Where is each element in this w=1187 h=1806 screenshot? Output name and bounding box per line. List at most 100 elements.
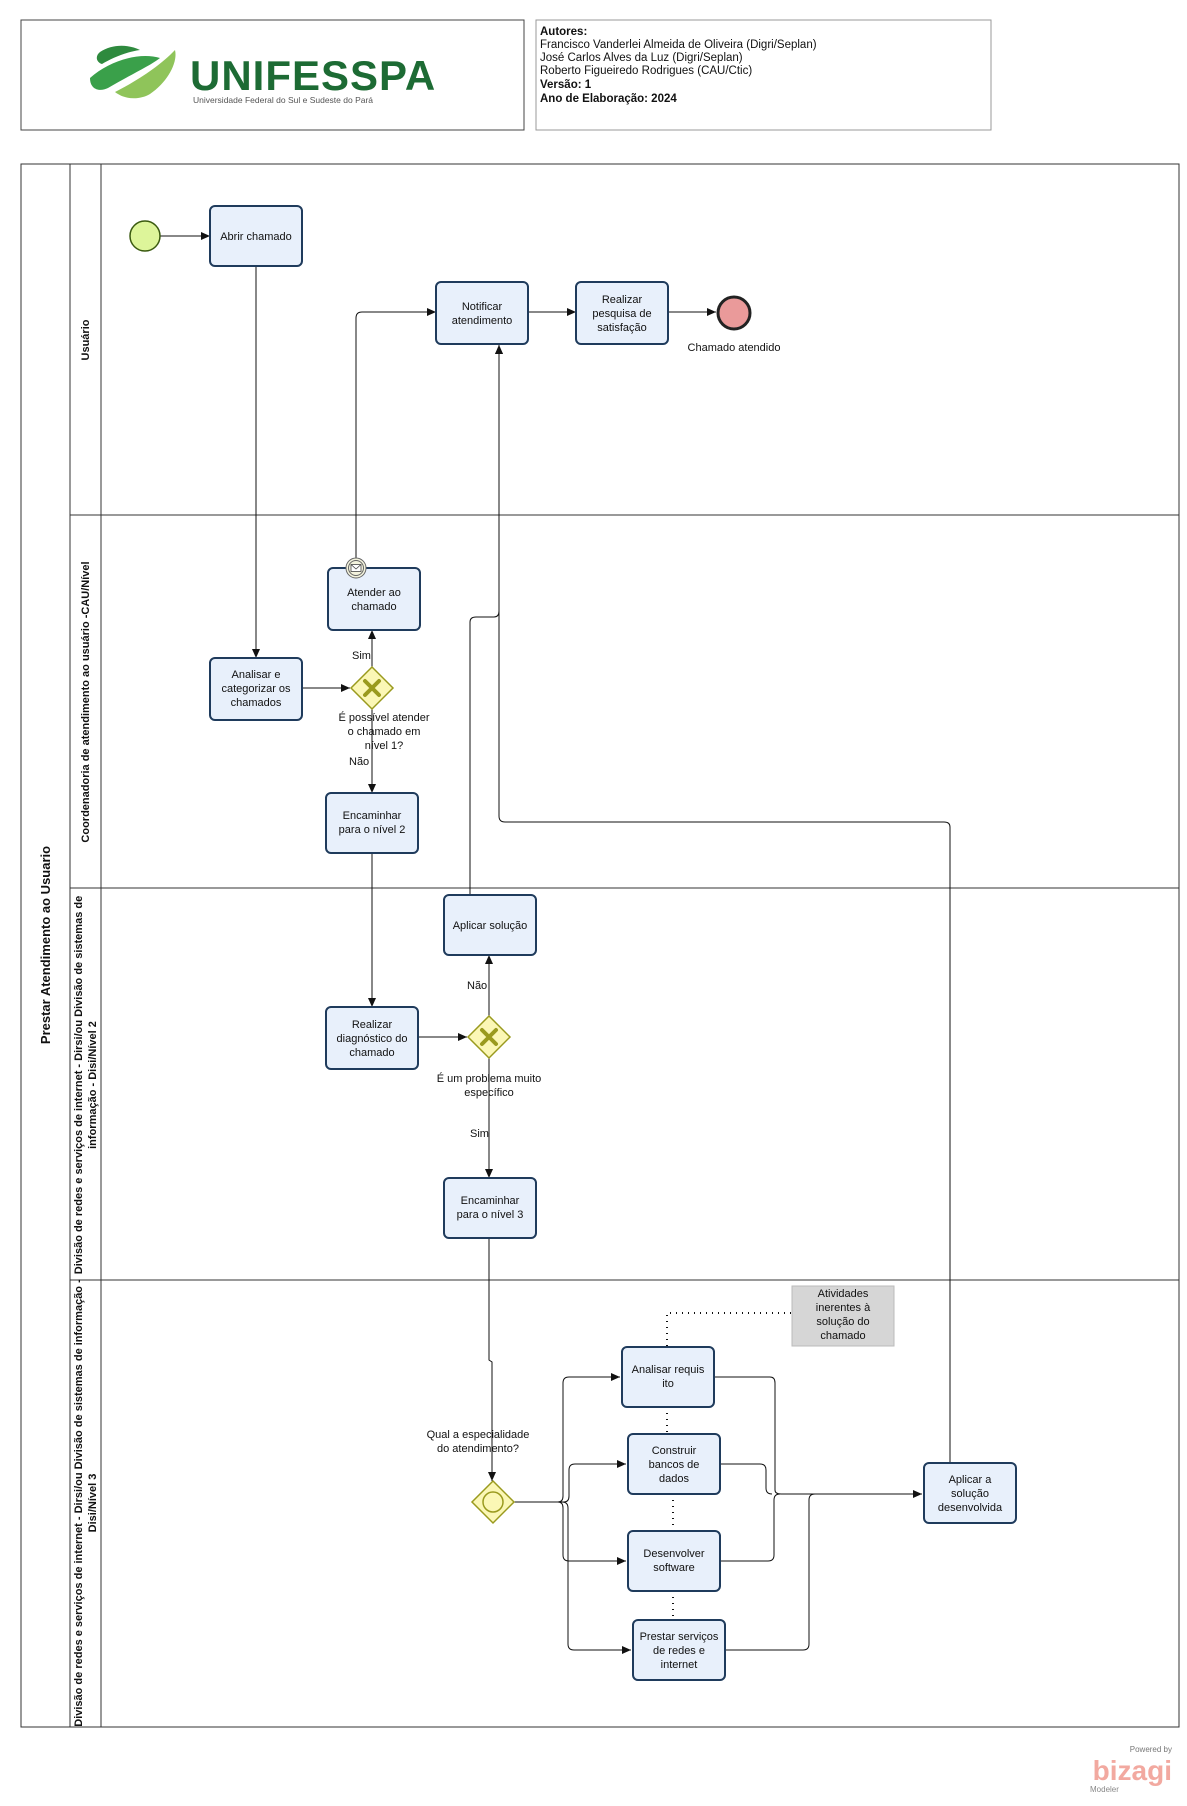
powered-by: Powered by <box>1130 1745 1172 1754</box>
lane-nivel2-line1: Divisão de redes e serviços de internet … <box>73 896 85 1274</box>
lane-nivel3-line2: Disi/Nível 3 <box>87 1474 99 1533</box>
task-req-line2: ito <box>662 1378 674 1390</box>
exclusive-x-icon <box>363 679 381 697</box>
gateway-especialidade-label-2: do atendimento? <box>437 1443 519 1455</box>
start-event[interactable] <box>129 220 161 252</box>
author-2: José Carlos Alves da Luz (Digri/Seplan) <box>540 52 743 64</box>
bizagi-brand: bizagi <box>1093 1755 1172 1786</box>
task-analisar-line2: categorizar os <box>221 683 291 695</box>
task-notificar-line2: atendimento <box>452 315 513 327</box>
task-encaminhar-nivel2[interactable]: Encaminhar para o nível 2 <box>325 792 419 854</box>
task-pesquisa-satisfacao[interactable]: Realizar pesquisa de satisfação <box>575 281 669 345</box>
lane-cau: Coordenadoria de atendimento ao usuário … <box>80 561 92 842</box>
task-dev-line1: Desenvolver <box>643 1548 704 1560</box>
task-enc2-line1: Encaminhar <box>343 810 402 822</box>
annotation-line-1: Atividades <box>818 1288 869 1300</box>
annotation-associations <box>666 1312 792 1621</box>
version: Versão: 1 <box>540 79 592 91</box>
flow-label-sim-1: Sim <box>352 650 371 662</box>
authors-label: Autores: <box>540 26 587 38</box>
task-diag-line2: diagnóstico do <box>337 1033 408 1045</box>
task-atender-chamado[interactable]: Atender ao chamado <box>327 567 421 631</box>
gateway-especialidade[interactable] <box>470 1479 516 1525</box>
author-3: Roberto Figueiredo Rodrigues (CAU/Ctic) <box>540 65 752 77</box>
end-event[interactable] <box>716 295 752 331</box>
task-abrir-line1: Abrir chamado <box>220 231 292 243</box>
logo-name: UNIFESSPA <box>190 52 436 99</box>
bizagi-logo: Powered by bizagi Modeler <box>1090 1745 1172 1794</box>
gateway-problema-label-1: É um problema muito <box>437 1072 542 1085</box>
task-enc2-line2: para o nível 2 <box>339 824 406 836</box>
task-construir-bancos[interactable]: Construir bancos de dados <box>627 1433 721 1495</box>
task-desenvolver-software[interactable]: Desenvolver software <box>627 1530 721 1592</box>
lane-nivel3-line1: Divisão de redes e serviços de internet … <box>73 1279 85 1727</box>
exclusive-x-icon <box>480 1028 498 1046</box>
task-aplicar-line1: Aplicar solução <box>453 920 528 932</box>
flow-aplicar3-notificar <box>495 345 951 1463</box>
gateway-especialidade-label-1: Qual a especialidade <box>427 1429 530 1441</box>
flow-gw3-construir <box>514 1460 626 1503</box>
task-prestar-servicos[interactable]: Prestar serviços de redes e internet <box>632 1619 726 1681</box>
annotation-line-4: chamado <box>820 1330 865 1342</box>
logo-subtitle: Universidade Federal do Sul e Sudeste do… <box>193 95 373 105</box>
task-prestar-line2: de redes e <box>653 1645 705 1657</box>
task-atender-line1: Atender ao <box>347 587 401 599</box>
gateway-nivel1[interactable] <box>349 665 395 711</box>
unifesspa-logo: UNIFESSPA Universidade Federal do Sul e … <box>90 45 436 105</box>
task-dev-line2: software <box>653 1562 695 1574</box>
inclusive-circle-icon <box>482 1491 504 1513</box>
task-apl3-line1: Aplicar a <box>949 1474 993 1486</box>
task-notificar-atendimento[interactable]: Notificar atendimento <box>435 281 529 345</box>
annotation-line-3: solução do <box>816 1316 869 1328</box>
task-aplicar-solucao[interactable]: Aplicar solução <box>443 894 537 956</box>
lane-nivel2-line2: informação - Disi/Nível 2 <box>87 1021 99 1149</box>
task-diag-line1: Realizar <box>352 1019 393 1031</box>
task-pesquisa-line3: satisfação <box>597 322 647 334</box>
task-atender-line2: chamado <box>351 601 396 613</box>
task-apl3-line2: solução <box>951 1488 989 1500</box>
task-enc3-line1: Encaminhar <box>461 1195 520 1207</box>
task-enc3-line2: para o nível 3 <box>457 1209 524 1221</box>
text-annotation: Atividades inerentes à solução do chamad… <box>791 1285 895 1347</box>
pool-title: Prestar Atendimento ao Usuario <box>38 846 53 1044</box>
gateway-problema-label-2: específico <box>464 1087 514 1099</box>
gateway-problema-especifico[interactable] <box>466 1014 512 1060</box>
task-prestar-line1: Prestar serviços <box>640 1631 719 1643</box>
flow-desenvolver-aplicar3 <box>720 1493 781 1562</box>
task-apl3-line3: desenvolvida <box>938 1502 1003 1514</box>
task-encaminhar-nivel3[interactable]: Encaminhar para o nível 3 <box>443 1177 537 1239</box>
author-1: Francisco Vanderlei Almeida de Oliveira … <box>540 39 817 51</box>
lane-usuario: Usuário <box>80 319 92 360</box>
flow-construir-aplicar3 <box>720 1463 773 1495</box>
sequence-flows <box>160 232 951 1654</box>
annotation-line-2: inerentes à <box>816 1302 871 1314</box>
bizagi-product: Modeler <box>1090 1785 1119 1794</box>
flow-atender-notificar <box>355 308 436 565</box>
task-bd-line2: bancos de <box>649 1459 700 1471</box>
task-prestar-line3: internet <box>661 1659 698 1671</box>
task-analisar-requisito[interactable]: Analisar requis ito <box>621 1346 715 1408</box>
task-realizar-diagnostico[interactable]: Realizar diagnóstico do chamado <box>325 1006 419 1070</box>
end-event-label: Chamado atendido <box>688 342 781 354</box>
message-event-icon <box>345 557 367 579</box>
task-analisar-line1: Analisar e <box>232 669 281 681</box>
task-aplicar-solucao-desenvolvida[interactable]: Aplicar a solução desenvolvida <box>923 1462 1017 1524</box>
task-analisar-categorizar[interactable]: Analisar e categorizar os chamados <box>209 657 303 721</box>
flow-prestar-aplicar3 <box>725 1493 816 1651</box>
flow-label-sim-2: Sim <box>470 1128 489 1140</box>
flow-label-nao-2: Não <box>467 980 487 992</box>
gateway-nivel1-label-1: É possível atender <box>338 711 429 724</box>
gateway-nivel1-label-3: nível 1? <box>365 740 404 752</box>
task-bd-line3: dados <box>659 1473 689 1485</box>
task-req-line1: Analisar requis <box>632 1364 705 1376</box>
task-pesquisa-line1: Realizar <box>602 294 643 306</box>
authors-box <box>535 19 992 131</box>
gateway-nivel1-label-2: o chamado em <box>348 726 421 738</box>
flow-encaminhar3-gw3 <box>488 1238 496 1481</box>
task-analisar-line3: chamados <box>231 697 282 709</box>
year: Ano de Elaboração: 2024 <box>540 93 677 105</box>
task-abrir-chamado[interactable]: Abrir chamado <box>209 205 303 267</box>
task-bd-line1: Construir <box>652 1445 697 1457</box>
flow-gw3-prestar <box>514 1501 631 1654</box>
